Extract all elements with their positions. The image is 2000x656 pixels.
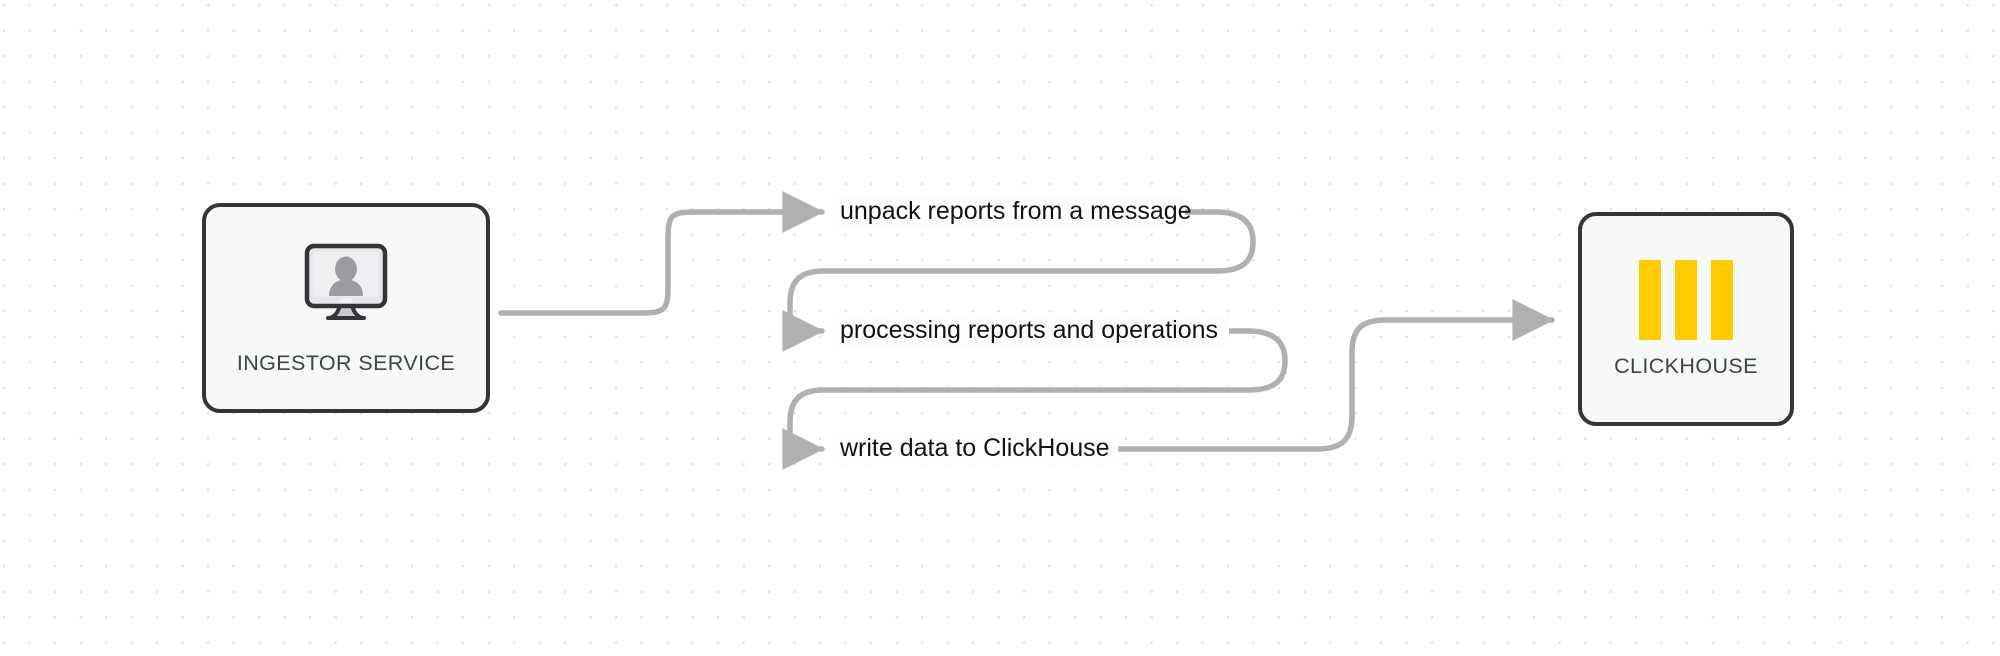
edge-label-backdrop-1: [833, 196, 1185, 228]
edge-path-step-1-return: [787, 209, 1256, 334]
clickhouse-bar-3: [1711, 259, 1733, 340]
clickhouse-bar-2: [1675, 259, 1697, 340]
node-clickhouse[interactable]: CLICKHOUSE: [1578, 212, 1794, 426]
edge-label-step-1: unpack reports from a message: [840, 197, 1192, 225]
monitor-user-icon: [298, 240, 394, 333]
edge-label-backdrop-2: [833, 315, 1229, 347]
clickhouse-bars-icon: [1639, 259, 1733, 340]
edge-path-step-3-to-clickhouse: [1112, 299, 1555, 452]
edge-label-step-3: write data to ClickHouse: [840, 434, 1110, 462]
edge-label-step-2: processing reports and operations: [840, 316, 1219, 344]
edge-label-backdrop-3: [833, 433, 1118, 465]
node-ingestor-service[interactable]: INGESTOR SERVICE: [202, 203, 490, 413]
edge-path-step-2-return: [787, 328, 1288, 452]
clickhouse-bar-1: [1639, 259, 1661, 340]
edge-path-step-1: [498, 191, 825, 316]
node-ingestor-service-label: INGESTOR SERVICE: [236, 351, 456, 375]
node-clickhouse-label: CLICKHOUSE: [1614, 353, 1758, 378]
